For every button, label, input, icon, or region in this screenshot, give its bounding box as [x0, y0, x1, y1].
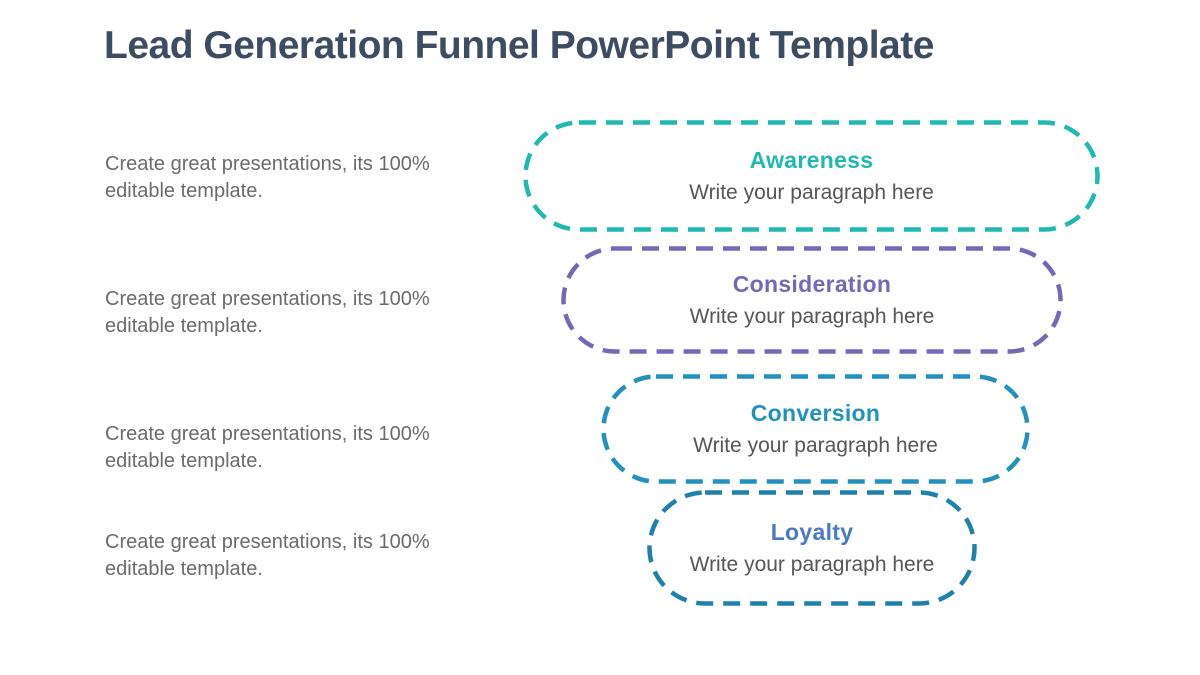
stage-description-loyalty: Write your paragraph here — [689, 553, 935, 576]
stage-label-conversion: Conversion — [750, 400, 881, 426]
stage-description-awareness: Write your paragraph here — [689, 181, 934, 204]
funnel-stage-loyalty: Loyalty Write your paragraph here — [647, 490, 977, 606]
note-paragraph-1: Create great presentations, its 100% edi… — [105, 153, 430, 202]
stage-label-awareness: Awareness — [749, 147, 874, 173]
dashed-pill-outline — [523, 120, 1100, 232]
funnel-stage-awareness: Awareness Write your paragraph here — [523, 120, 1100, 232]
stage-label-loyalty: Loyalty — [770, 519, 854, 545]
dashed-pill-outline — [601, 374, 1030, 484]
note-paragraph-4: Create great presentations, its 100% edi… — [105, 531, 430, 580]
stage-description-consideration: Write your paragraph here — [689, 305, 935, 328]
note-paragraph-3: Create great presentations, its 100% edi… — [105, 423, 430, 472]
stage-label-consideration: Consideration — [732, 271, 892, 297]
slide-title: Lead Generation Funnel PowerPoint Templa… — [104, 24, 934, 67]
dashed-pill-outline — [647, 490, 977, 606]
dashed-pill-outline — [561, 246, 1063, 354]
note-paragraph-2: Create great presentations, its 100% edi… — [105, 288, 430, 337]
funnel-stage-conversion: Conversion Write your paragraph here — [601, 374, 1030, 484]
stage-description-conversion: Write your paragraph here — [693, 434, 938, 457]
funnel-stage-consideration: Consideration Write your paragraph here — [561, 246, 1063, 354]
